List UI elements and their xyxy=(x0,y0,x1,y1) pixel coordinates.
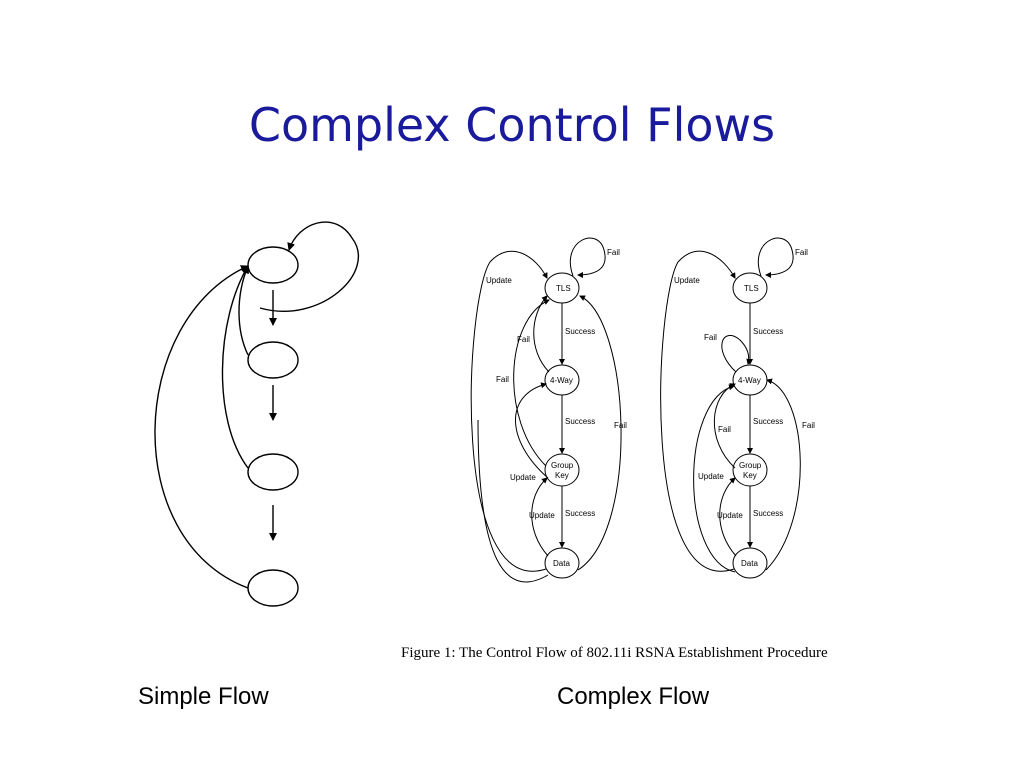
simple-node-2 xyxy=(247,341,299,379)
complex-flow-diagram-right: TLS 4-Way Group Key Data Fail Update Suc… xyxy=(660,237,815,579)
left-node-data xyxy=(544,547,580,579)
simple-node-4 xyxy=(247,569,299,607)
left-label-4way: 4-Way xyxy=(550,376,573,385)
right-edge-update-low: Update xyxy=(717,511,743,520)
left-edge-update-low: Update xyxy=(529,511,555,520)
right-node-data xyxy=(732,547,768,579)
simple-back-edge-4 xyxy=(154,265,249,589)
right-node-groupkey xyxy=(732,453,768,487)
right-label-4way: 4-Way xyxy=(738,376,761,385)
simple-self-loop xyxy=(259,221,359,312)
simple-node-1 xyxy=(247,246,299,284)
left-edge-fail-right: Fail xyxy=(614,421,627,430)
figure-caption: Figure 1: The Control Flow of 802.11i RS… xyxy=(401,645,828,661)
left-edge-success-2: Success xyxy=(565,417,595,426)
left-label-data: Data xyxy=(553,559,570,568)
left-edge-update-mid: Update xyxy=(510,473,536,482)
right-edge-success-2: Success xyxy=(753,417,783,426)
right-edge-success-3: Success xyxy=(753,509,783,518)
left-label-tls: TLS xyxy=(556,284,571,293)
left-edge-fail-top: Fail xyxy=(607,248,620,257)
left-node-groupkey xyxy=(544,453,580,487)
left-edge-fail-inner: Fail xyxy=(517,335,530,344)
right-edge-fail-left: Fail xyxy=(718,425,731,434)
simple-back-edge-2 xyxy=(238,265,250,356)
right-edge-update-mid: Update xyxy=(698,472,724,481)
right-edge-fail-right: Fail xyxy=(802,421,815,430)
right-edge-fail-top: Fail xyxy=(795,248,808,257)
left-label-group: Group xyxy=(551,461,574,470)
simple-back-edge-3 xyxy=(221,265,249,469)
left-edge-success-1: Success xyxy=(565,327,595,336)
complex-flow-label: Complex Flow xyxy=(557,683,710,710)
right-label-key: Key xyxy=(743,471,757,480)
simple-flow-diagram xyxy=(154,221,359,607)
left-edge-fail-left: Fail xyxy=(496,375,509,384)
right-label-tls: TLS xyxy=(744,284,759,293)
right-edge-fail-loop: Fail xyxy=(704,333,717,342)
complex-flow-diagram-left: TLS 4-Way Group Key Data Fail Update Suc… xyxy=(470,237,627,583)
page-title: Complex Control Flows xyxy=(248,98,776,152)
right-edge-success-1: Success xyxy=(753,327,783,336)
left-edge-success-3: Success xyxy=(565,509,595,518)
left-edge-update-top: Update xyxy=(486,276,512,285)
simple-flow-label: Simple Flow xyxy=(138,683,269,710)
right-edge-update-top: Update xyxy=(674,276,700,285)
left-label-key: Key xyxy=(555,471,569,480)
right-label-group: Group xyxy=(739,461,762,470)
right-label-data: Data xyxy=(741,559,758,568)
simple-node-3 xyxy=(247,453,299,491)
